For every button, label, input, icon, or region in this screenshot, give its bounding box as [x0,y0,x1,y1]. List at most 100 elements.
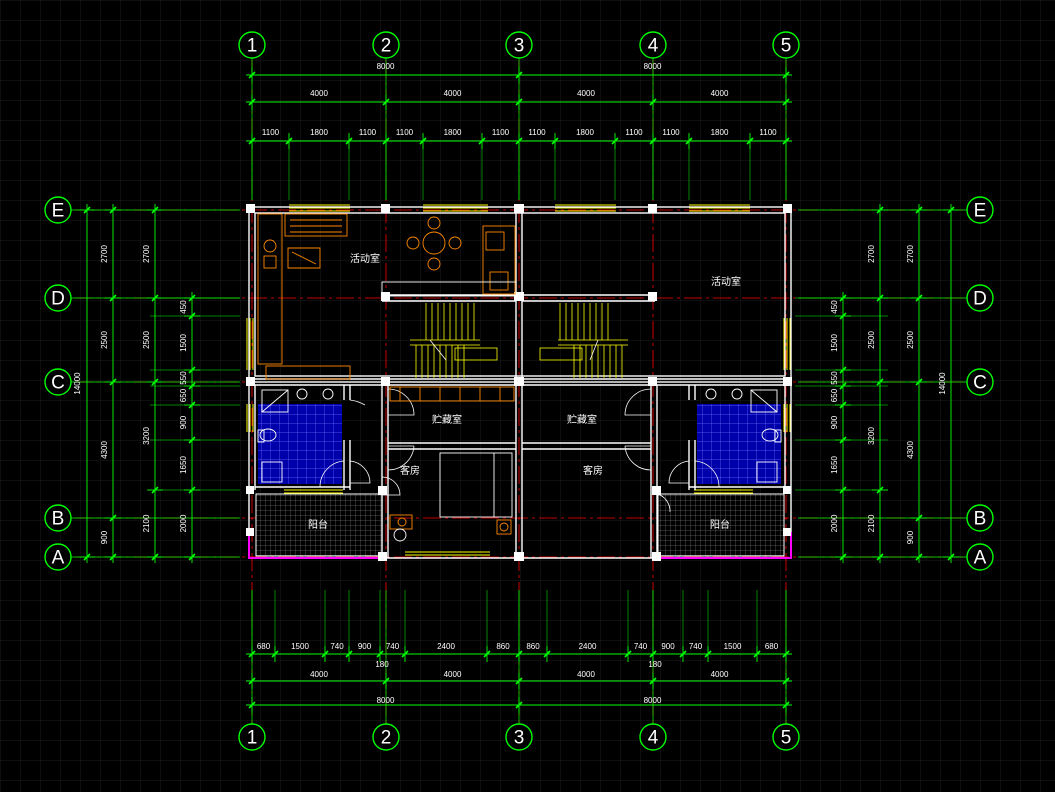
bed-guest [439,452,513,518]
window-top-left [289,204,350,212]
axis-bubble-right-D: D [966,284,994,312]
wall-bath-left-right [343,385,351,490]
bed-left [265,365,351,380]
dim-label: 1650 [179,456,188,474]
balcony-floor-left [255,493,383,557]
dim-label: 680 [765,642,779,651]
dim-label: 3200 [142,427,151,445]
dim-label: 740 [689,642,703,651]
dim-label: 1800 [444,128,462,137]
dim-label: 4000 [444,89,462,98]
room-label: 活动室 [711,275,741,288]
structural-columns [246,204,792,561]
dim-label: 550 [179,371,188,385]
dim-label: 900 [830,415,839,429]
dim-label: 1500 [724,642,742,651]
sofa-top [284,213,348,237]
dim-label: 1500 [179,334,188,352]
axis-bubble-right-A: A [966,543,994,571]
dim-label: 1100 [262,128,280,137]
dim-label: 2700 [142,245,151,263]
axis-bubble-top-5: 5 [772,31,800,59]
dim-label: 2500 [867,331,876,349]
dim-label: 900 [661,642,675,651]
axis-label: 1 [247,36,258,57]
dim-label: 14000 [73,372,82,395]
dim-label: 4000 [444,670,462,679]
dim-label: 4300 [906,441,915,459]
wall-storage-bottom [388,442,651,450]
dim-label: 900 [906,530,915,544]
dim-label: 14000 [938,372,947,395]
dim-label: 2700 [867,245,876,263]
building [246,204,792,561]
dim-label: 1650 [830,456,839,474]
axis-label: 5 [781,728,792,749]
axis-label: E [974,201,987,222]
axis-bubble-top-2: 2 [372,31,400,59]
dim-label: 4300 [100,441,109,459]
axis-label: B [52,509,65,530]
dim-label: 860 [526,642,540,651]
balcony-floor-right [657,493,785,557]
axis-bubble-right-C: C [966,368,994,396]
dim-label: 2500 [906,331,915,349]
balcony-edge-right [657,532,792,559]
staircase-right [539,303,628,378]
dim-label: 860 [496,642,510,651]
dim-label: 1100 [625,128,643,137]
axis-label: 2 [381,728,392,749]
dim-label: 2500 [142,331,151,349]
axis-label: A [52,548,65,569]
dim-label: 900 [179,415,188,429]
wall-storage-right [650,385,658,558]
window-top-mid-left [423,204,488,212]
dim-label: 3200 [867,427,876,445]
wall-axis-d-left [382,294,516,302]
room-label: 客房 [583,464,603,477]
window-left-d [246,318,254,370]
axis-label: 1 [247,728,258,749]
axis-bubble-right-B: B [966,504,994,532]
staircase-left [410,303,498,378]
dim-label: 680 [257,642,271,651]
dim-label: 2100 [142,514,151,532]
dim-label: 740 [634,642,648,651]
axis-label: D [51,289,65,310]
axis-label: 3 [514,728,525,749]
dim-label: 1100 [396,128,414,137]
dim-label: 2000 [179,514,188,532]
axis-label: C [51,373,65,394]
dim-label: 8000 [644,62,662,71]
axis-bubble-bottom-2: 2 [372,723,400,751]
window-top-mid-right [555,204,616,212]
axis-label: C [973,373,987,394]
axis-label: E [52,201,65,222]
window-right-d [783,318,791,370]
window-balcony-left [284,489,343,494]
dim-label: 4000 [711,89,729,98]
room-label: 客房 [400,464,420,477]
dim-label: 1800 [310,128,328,137]
axis-bubble-left-D: D [44,284,72,312]
chair-icon [263,239,277,253]
wall-storage-left [381,385,389,558]
room-label: 贮藏室 [432,413,462,426]
axis-bubble-left-C: C [44,368,72,396]
axis-label: 5 [781,36,792,57]
shelf-left [257,213,283,365]
dim-label: 8000 [377,62,395,71]
axis-bubble-left-B: B [44,504,72,532]
dim-label: 1100 [492,128,510,137]
desk-left [287,247,321,269]
axis-label: 4 [648,36,659,57]
axis-bubble-left-A: A [44,543,72,571]
axis-bubble-top-3: 3 [505,31,533,59]
dim-label: 740 [386,642,400,651]
room-label: 贮藏室 [567,413,597,426]
wall-bath-right-left [688,385,696,490]
dim-label: 4000 [577,670,595,679]
dim-label: 4000 [577,89,595,98]
